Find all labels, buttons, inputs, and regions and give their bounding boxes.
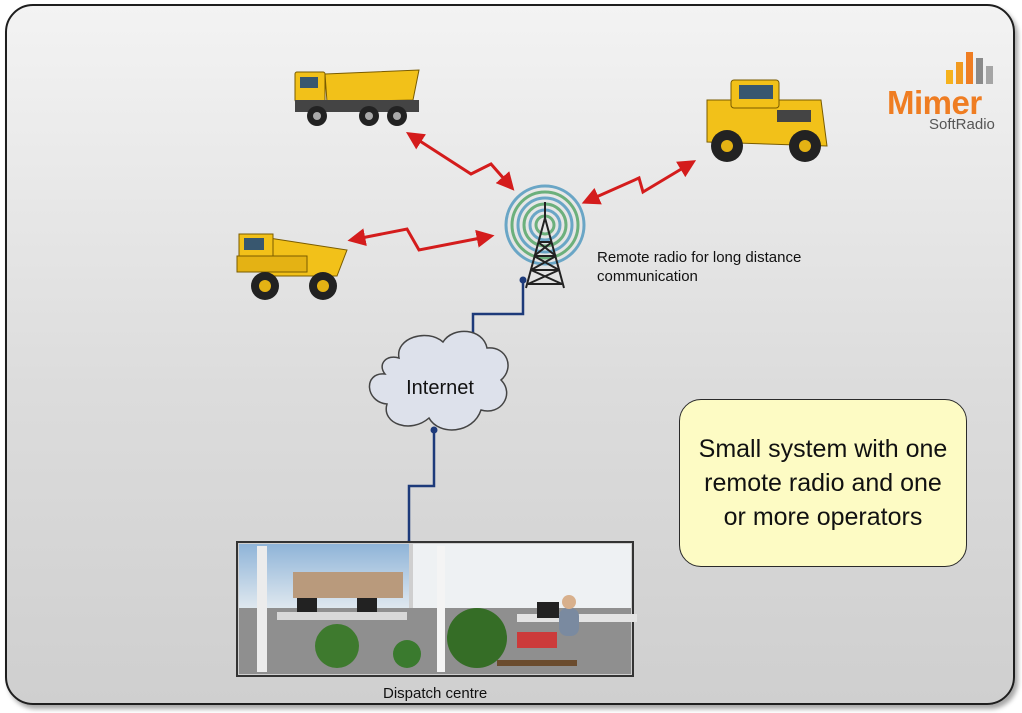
summary-box: Small system with one remote radio and o… [679,399,967,567]
signal-bars-icon [946,52,993,84]
internet-label: Internet [406,377,474,399]
articulated-hauler-icon [706,79,828,162]
remote-radio-label: Remote radio for long distance communica… [597,249,802,285]
mimer-logo: Mimer SoftRadio [882,44,1002,134]
wire-cloud-to-dispatch [405,426,438,548]
radio-link-mining-truck [347,227,495,252]
summary-text: Small system with one remote radio and o… [698,435,948,531]
radio-tower-icon [504,184,586,289]
radio-link-top-truck [405,132,515,191]
radio-link-hauler [581,160,697,205]
network-diagram: Internet [236,69,828,677]
cloud-icon: Internet [368,330,509,431]
diagram-slide: Internet [5,4,1015,705]
logo-wordmark: Mimer [887,84,982,121]
logo-subtitle: SoftRadio [929,116,995,133]
dispatch-centre-label: Dispatch centre [383,685,488,702]
dump-truck-icon [294,69,420,126]
dispatch-photo [236,541,637,677]
mining-truck-icon [236,233,348,300]
